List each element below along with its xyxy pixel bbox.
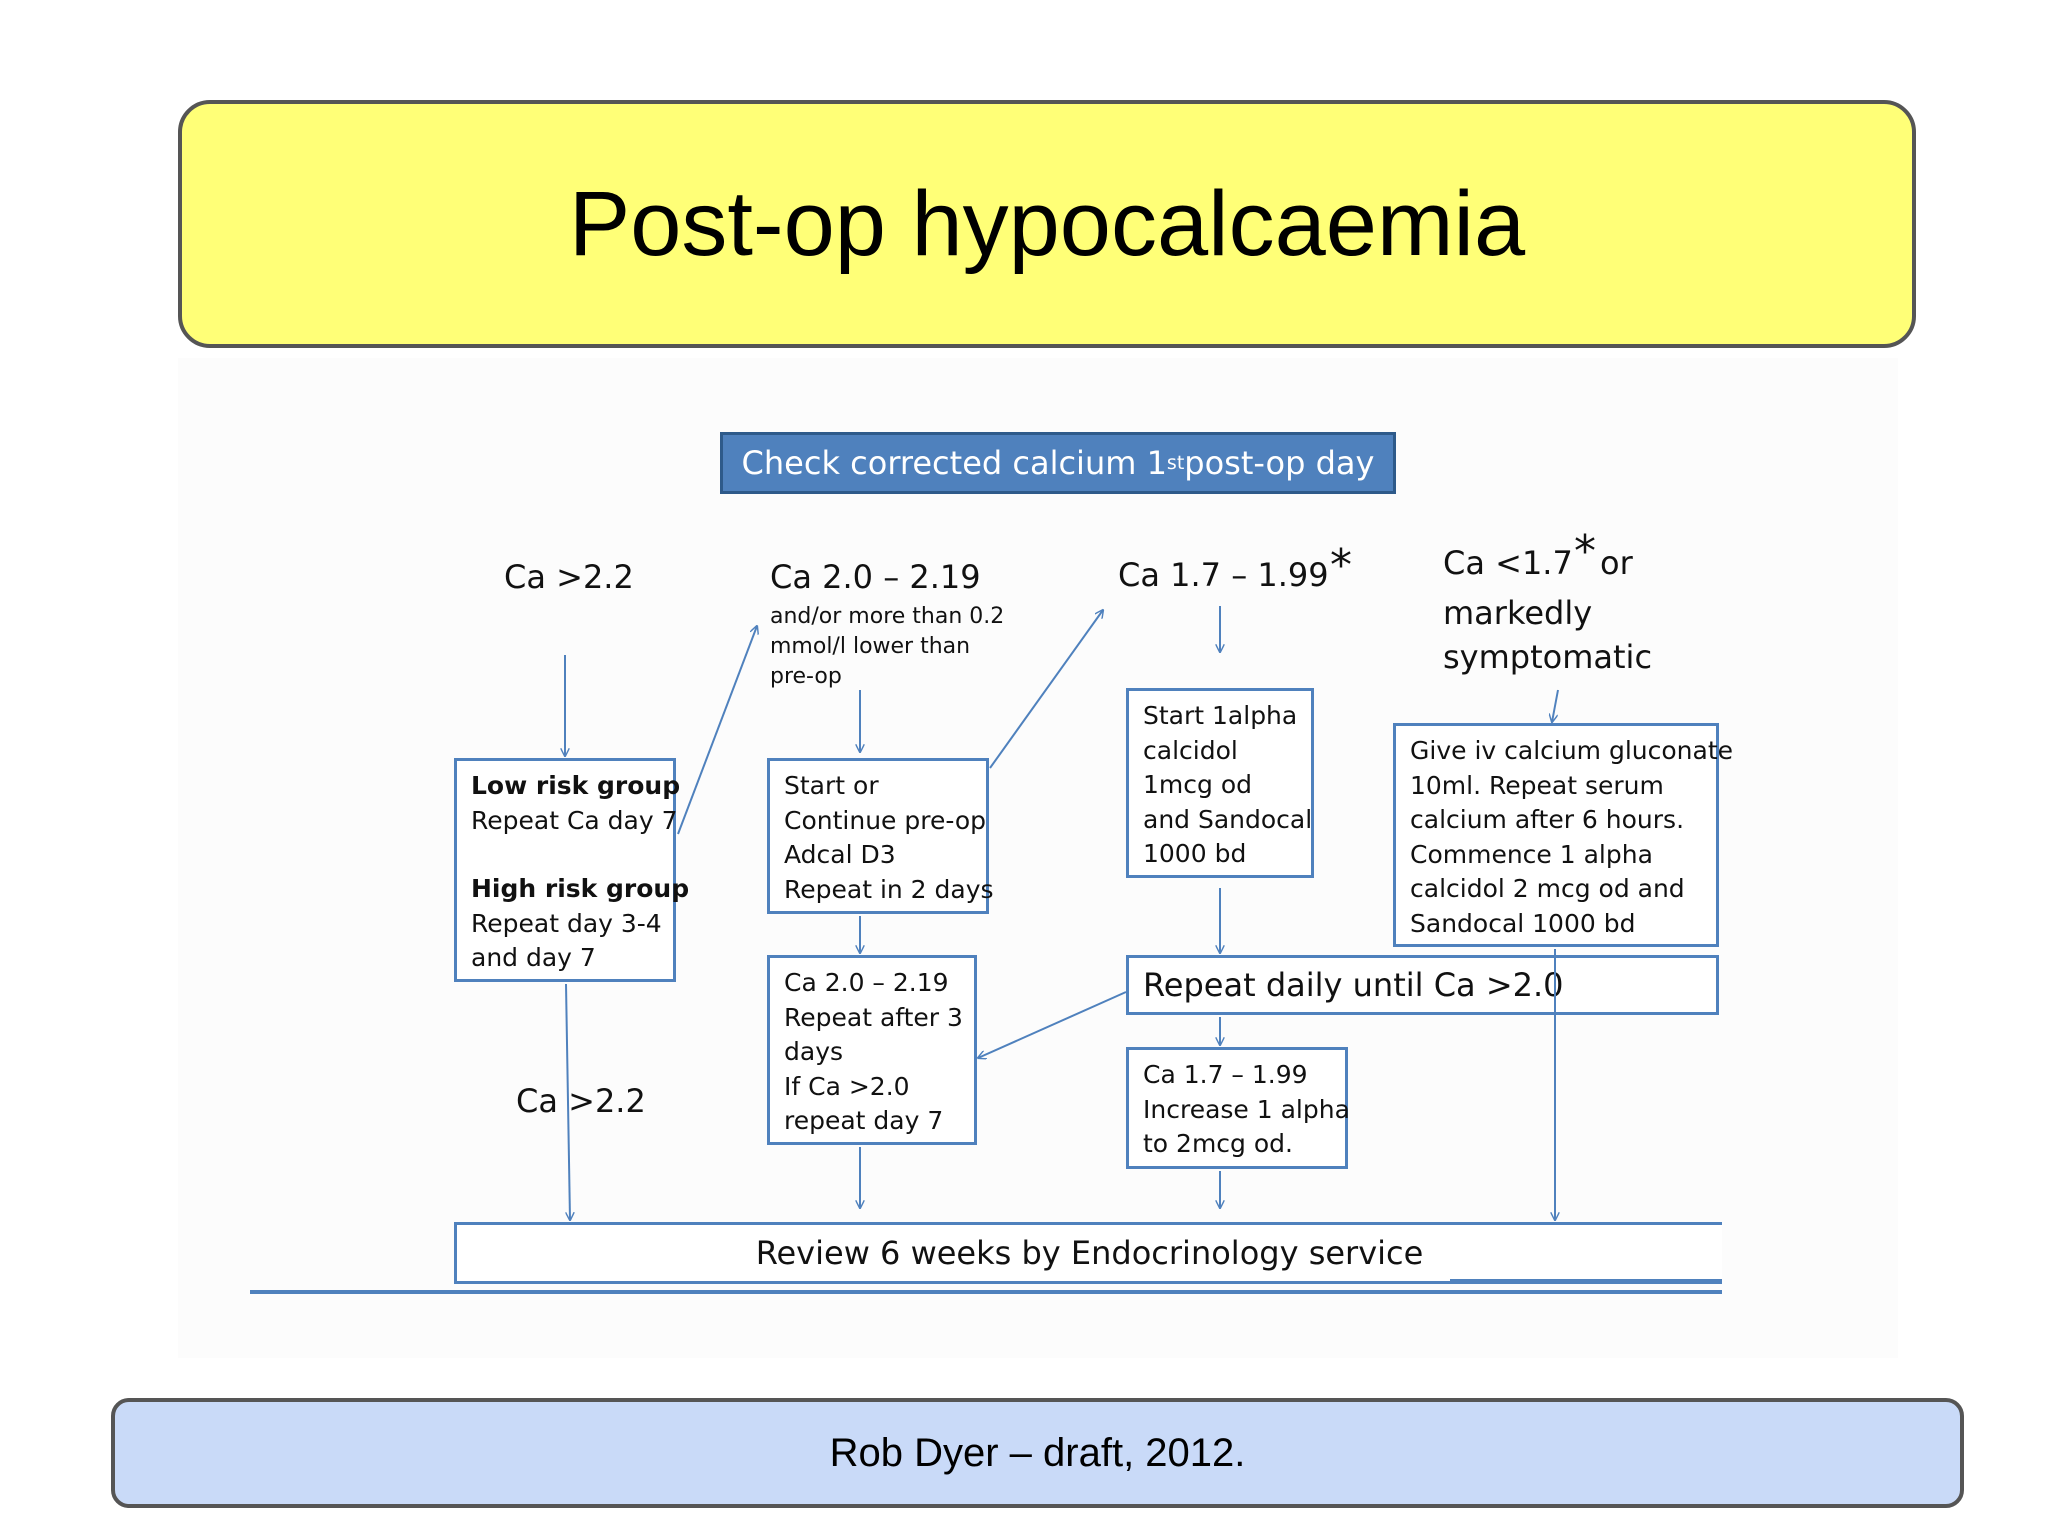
iv-calcium-box: Give iv calcium gluconate 10ml. Repeat s…	[1393, 723, 1734, 947]
increase-alpha-box: Ca 1.7 – 1.99 Increase 1 alpha to 2mcg o…	[1126, 1047, 1350, 1169]
start-node-sup: st	[1166, 452, 1185, 474]
review-text: Review 6 weeks by Endocrinology service	[755, 1234, 1424, 1272]
note-line: pre-op	[770, 664, 842, 689]
box-line: Commence 1 alpha	[1410, 839, 1653, 869]
box-line: Sandocal 1000 bd	[1410, 908, 1636, 938]
note-line: and/or more than 0.2	[770, 604, 1005, 629]
footer-credit: Rob Dyer – draft, 2012.	[829, 1430, 1246, 1475]
box-line: Adcal D3	[784, 840, 896, 869]
box-line: calcidol	[1143, 735, 1238, 765]
high-risk-title: High risk group	[471, 874, 690, 903]
low-risk-title: Low risk group	[471, 771, 681, 800]
box-line: calcidol 2 mcg od and	[1410, 874, 1685, 903]
box-line: days	[784, 1037, 844, 1066]
box-line: Repeat after 3	[784, 1002, 963, 1032]
column-label-markedly: markedly	[1443, 594, 1593, 632]
box-line: 10ml. Repeat serum	[1410, 770, 1664, 800]
column-label-ca-above-2-2: Ca >2.2	[504, 558, 634, 596]
repeat-daily-box: Repeat daily until Ca >2.0	[1126, 955, 1719, 1015]
column-label-ca-below-1-7: Ca <1.7	[1443, 544, 1573, 582]
page-title: Post-op hypocalcaemia	[568, 172, 1526, 275]
column-label-ca-1-7-1-99: Ca 1.7 – 1.99	[1118, 556, 1329, 594]
arrow-repeat-daily-to-repeat3	[978, 991, 1127, 1058]
box-line: Increase 1 alpha	[1143, 1094, 1350, 1124]
box-line: repeat day 7	[784, 1106, 944, 1135]
box-line: Start or	[784, 771, 879, 800]
box-line: Ca 2.0 – 2.19	[784, 968, 949, 997]
arrow-adcal-to-col3	[989, 610, 1103, 769]
asterisk-marker: *	[1330, 540, 1352, 591]
high-risk-line: Repeat day 3-4	[471, 908, 662, 938]
box-line: Give iv calcium gluconate	[1410, 736, 1734, 765]
box-line: calcium after 6 hours.	[1410, 805, 1685, 834]
start-node-text: Check corrected calcium 1	[741, 444, 1167, 482]
box-line: If Ca >2.0	[784, 1071, 910, 1101]
review-box: Review 6 weeks by Endocrinology service	[454, 1222, 1722, 1284]
box-line: 1mcg od	[1143, 770, 1252, 799]
title-banner: Post-op hypocalcaemia	[178, 100, 1916, 348]
asterisk-marker: *	[1574, 526, 1596, 577]
column-label-ca-2-0-2-19: Ca 2.0 – 2.19	[770, 558, 981, 596]
box-line: Continue pre-op	[784, 805, 986, 835]
box-line: Repeat in 2 days	[784, 874, 994, 904]
box-line: Ca 1.7 – 1.99	[1143, 1060, 1308, 1089]
box-line: to 2mcg od.	[1143, 1129, 1293, 1158]
start-node-tail: post-op day	[1184, 444, 1375, 482]
box-line: 1000 bd	[1143, 839, 1247, 868]
box-line: Start 1alpha	[1143, 701, 1298, 730]
risk-group-box: Low risk group Repeat Ca day 7 High risk…	[454, 758, 690, 982]
low-risk-text: Repeat Ca day 7	[471, 805, 678, 835]
column-note-ca-2-0: and/or more than 0.2 mmol/l lower than p…	[770, 602, 1004, 692]
box-line: and Sandocal	[1143, 804, 1313, 834]
arrow-risk-to-review	[565, 983, 570, 1220]
high-risk-line: and day 7	[471, 943, 596, 972]
repeat-daily-text: Repeat daily until Ca >2.0	[1143, 966, 1564, 1004]
footer-banner: Rob Dyer – draft, 2012.	[111, 1398, 1964, 1508]
arrow-risk-to-col2	[677, 626, 757, 835]
repeat-after-3-days-box: Ca 2.0 – 2.19 Repeat after 3 days If Ca …	[767, 955, 977, 1145]
alpha-calcidol-box: Start 1alpha calcidol 1mcg od and Sandoc…	[1126, 688, 1314, 878]
edge-label-ca-above-2-2: Ca >2.2	[516, 1082, 646, 1120]
column-label-or: or	[1600, 544, 1633, 582]
adcal-box: Start or Continue pre-op Adcal D3 Repeat…	[767, 758, 994, 914]
column-label-symptomatic: symptomatic	[1443, 638, 1653, 676]
arrow-col4-to-iv	[1552, 689, 1559, 722]
note-line: mmol/l lower than	[770, 634, 971, 659]
